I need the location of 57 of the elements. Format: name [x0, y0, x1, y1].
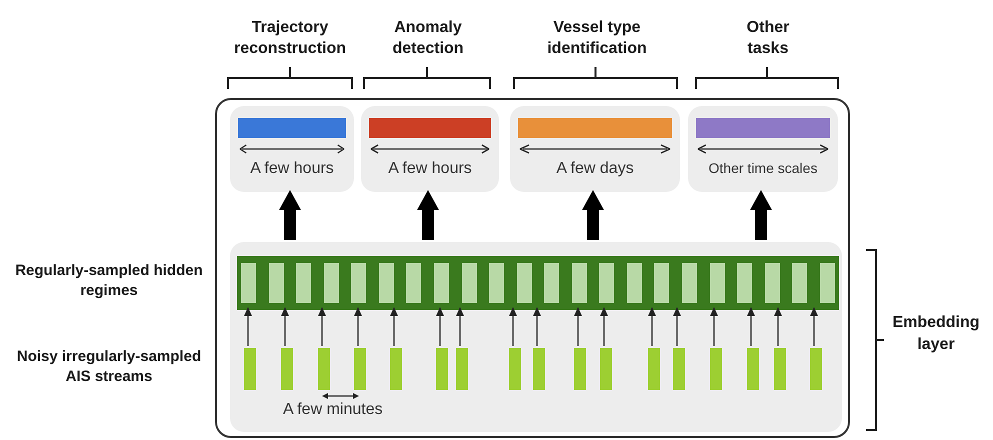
ais-observation-bar [600, 348, 612, 390]
task-heading: Anomaly detection [392, 18, 464, 59]
layer-label: Embedding layer [891, 313, 981, 355]
ais-observation-bar [810, 348, 822, 390]
ais-observation-bar [774, 348, 786, 390]
time-scale-label: A few hours [250, 160, 334, 178]
arrow [648, 307, 656, 346]
time-scale-label: Other time scales [708, 160, 818, 176]
row-label: Regularly-sampled hidden regimes [14, 261, 204, 302]
block-arrow [750, 190, 772, 240]
ais-observation-bar [281, 348, 293, 390]
task-heading: Other tasks [746, 18, 790, 59]
ais-observation-bar [244, 348, 256, 390]
task-panel [361, 106, 499, 192]
arrow [747, 307, 755, 346]
time-scale-label: A few hours [388, 160, 472, 178]
ais-observation-bar [318, 348, 330, 390]
ais-observation-bar [390, 348, 402, 390]
model-frame [215, 98, 850, 438]
ais-observation-bar [533, 348, 545, 390]
ais-observation-bar [673, 348, 685, 390]
ais-observation-bar [747, 348, 759, 390]
time-scale-label: A few days [556, 160, 634, 178]
hidden-regime-bar [237, 256, 839, 310]
arrow [354, 307, 362, 346]
arrow [456, 307, 464, 346]
ais-observation-bar [436, 348, 448, 390]
arrow [509, 307, 517, 346]
block-arrow [417, 190, 439, 240]
arrow [574, 307, 582, 346]
task-heading: Vessel type identification [547, 18, 647, 59]
row-label: Noisy irregularly-sampled AIS streams [16, 347, 202, 388]
arrow [281, 307, 289, 346]
ais-observation-bar [648, 348, 660, 390]
arrow [673, 307, 681, 346]
arrow [710, 307, 718, 346]
arrow [244, 307, 252, 346]
arrow [436, 307, 444, 346]
ais-observation-bar [354, 348, 366, 390]
arrow [810, 307, 818, 346]
embedding-panel [230, 242, 842, 432]
arrow [318, 307, 326, 346]
task-heading: Trajectory reconstruction [234, 18, 346, 59]
block-arrow [582, 190, 604, 240]
ais-observation-bar [509, 348, 521, 390]
arrow [390, 307, 398, 346]
arrow [774, 307, 782, 346]
interval-label: A few minutes [283, 401, 383, 419]
ais-observation-bar [710, 348, 722, 390]
ais-observation-bar [456, 348, 468, 390]
arrow [533, 307, 541, 346]
task-panel [510, 106, 680, 192]
block-arrow [279, 190, 301, 240]
task-panel [688, 106, 838, 192]
ais-observation-bar [574, 348, 586, 390]
arrow [600, 307, 608, 346]
task-panel [230, 106, 354, 192]
